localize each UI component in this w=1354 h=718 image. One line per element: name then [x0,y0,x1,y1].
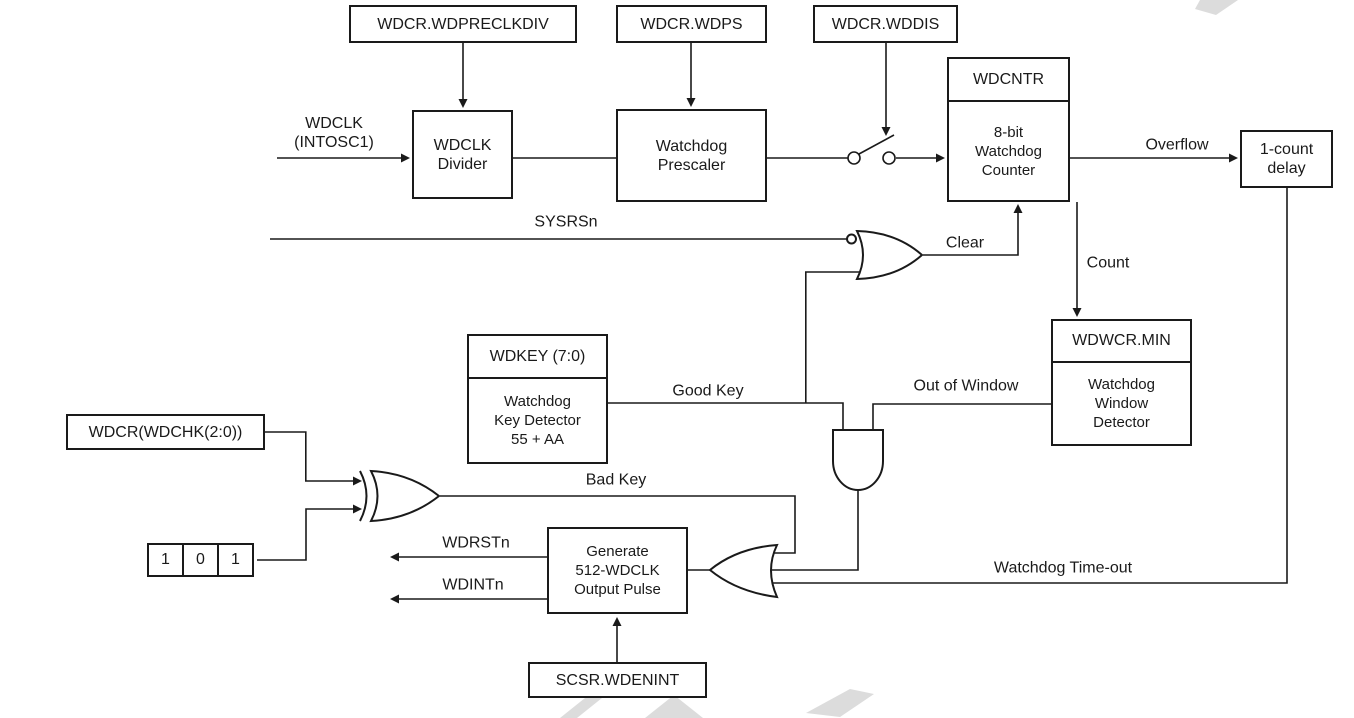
reg-box-scsr-wdenint: SCSR.WDENINT [528,662,707,698]
and-gate-icon [832,429,884,491]
block-generate-pulse: Generate 512-WDCLK Output Pulse [547,527,688,614]
xor-gate-icon [359,469,441,523]
label-clear: Clear [945,234,985,252]
block-wdwcr-min: WDWCR.MIN Watchdog Window Detector [1051,319,1192,446]
bit-cell: 0 [182,543,219,577]
wdcntr-body: 8-bit Watchdog Counter [975,123,1042,179]
arrowheads [353,98,1238,626]
wires [257,43,1288,662]
wdkey-body: Watchdog Key Detector 55 + AA [494,393,581,448]
label-count: Count [1086,254,1130,272]
bit-cell: 1 [147,543,184,577]
label-wdintn: WDINTn [442,576,504,594]
reg-box-wddis: WDCR.WDDIS [813,5,958,43]
label-out-of-window: Out of Window [913,377,1019,395]
block-wdkey-detector: WDKEY (7:0) Watchdog Key Detector 55 + A… [467,334,608,464]
wdkey-title: WDKEY (7:0) [469,336,606,379]
label-sysrsn: SYSRSn [534,213,598,231]
label-good-key: Good Key [672,382,744,400]
const-101-box: 1 0 1 [147,543,254,577]
wdwcr-body: Watchdog Window Detector [1088,376,1155,431]
block-1count-delay: 1-count delay [1240,130,1333,188]
watermark [560,0,1238,718]
clear-or-gate-icon [846,229,924,281]
output-or-gate-icon [708,543,779,599]
label-bad-key: Bad Key [585,471,647,489]
block-wdcntr: WDCNTR 8-bit Watchdog Counter [947,57,1070,202]
reg-box-wdchk: WDCR(WDCHK(2:0)) [66,414,265,450]
block-wdclk-divider: WDCLK Divider [412,110,513,199]
wdwcr-title: WDWCR.MIN [1053,321,1190,363]
bit-cell: 1 [217,543,254,577]
label-overflow: Overflow [1145,136,1209,154]
label-watchdog-timeout: Watchdog Time-out [993,559,1133,577]
reg-box-wdpreclkdiv: WDCR.WDPRECLKDIV [349,5,577,43]
reg-box-wdps: WDCR.WDPS [616,5,767,43]
label-wdrstn: WDRSTn [442,534,510,552]
block-watchdog-prescaler: Watchdog Prescaler [616,109,767,202]
wdcntr-title: WDCNTR [949,59,1068,102]
label-wdclk-intosc1: WDCLK (INTOSC1) [294,115,374,151]
wddis-switch-icon [847,134,896,165]
